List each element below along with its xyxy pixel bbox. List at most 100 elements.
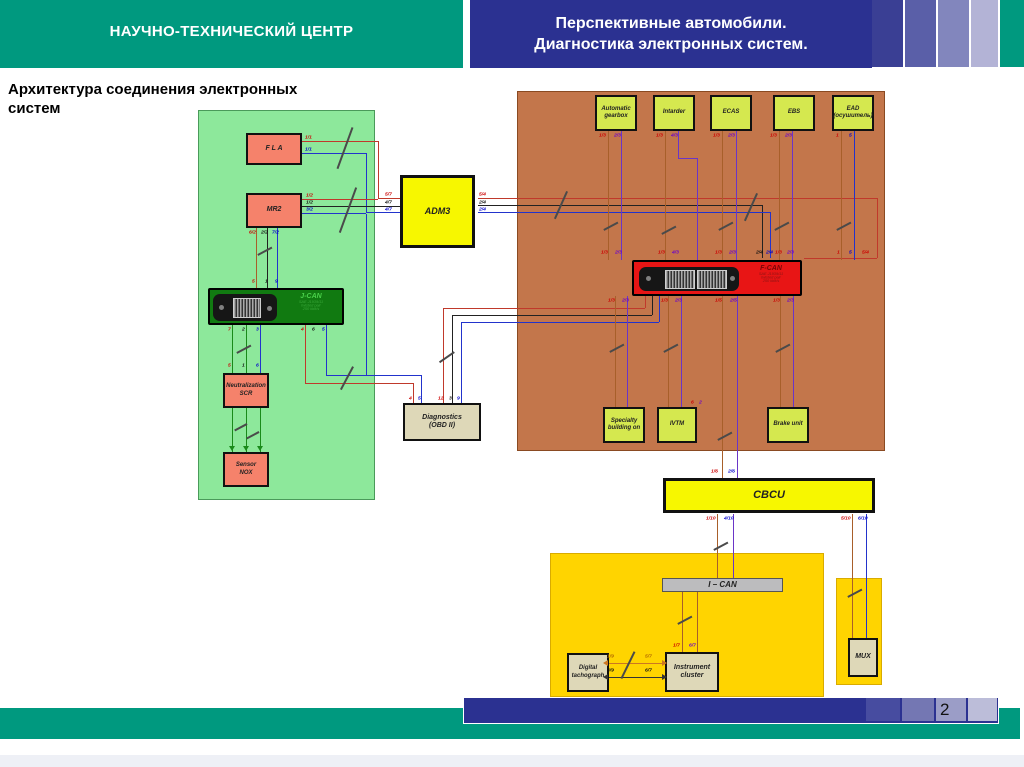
wire: [877, 198, 879, 258]
pin-label: 6/7: [645, 667, 652, 673]
pin-label: 3/2: [306, 206, 313, 212]
pin-label: 1/2: [306, 199, 313, 205]
footer-stripe-1: [902, 698, 934, 721]
block-mux: MUX: [848, 638, 878, 677]
wire: [366, 212, 400, 214]
block-diagnostics-obd: Diagnostics (OBD II): [403, 403, 481, 441]
block-ican-bus: I – CAN: [662, 578, 783, 592]
cable-slash: [713, 541, 729, 551]
pin-label: 2/6: [728, 468, 735, 474]
arrowhead: [257, 446, 263, 451]
header-stripe-0: [872, 0, 903, 67]
pin-label: 1/3: [661, 297, 668, 303]
footer-stripe-2: [936, 698, 966, 721]
wire: [277, 228, 279, 288]
diagram-heading: Архитектура соединения электронных систе…: [8, 81, 298, 117]
pin-label: 1: [265, 278, 268, 284]
pin-label: 5: [849, 249, 852, 255]
block-ecas: ECAS: [710, 95, 752, 131]
wire: [615, 296, 617, 407]
pin-label: 6/10: [858, 515, 868, 521]
wire: [461, 322, 659, 324]
footer-stripe-0: [866, 698, 900, 721]
footer-stripe-3: [968, 698, 997, 721]
pin-label: 1: [836, 132, 839, 138]
wire: [627, 296, 629, 407]
pin-label: 4/7: [385, 206, 392, 212]
wire: [697, 158, 699, 260]
page-number: 2: [940, 700, 950, 719]
pin-label: 1/3: [773, 297, 780, 303]
pin-label: 4/3: [672, 249, 679, 255]
arrowhead: [229, 446, 235, 451]
pin-label: 5/7: [385, 191, 392, 197]
wire: [681, 296, 683, 407]
pin-label: 4: [409, 395, 412, 401]
wire: [733, 514, 735, 578]
arrowhead: [243, 446, 249, 451]
wire: [854, 131, 856, 260]
wire: [678, 131, 680, 158]
footer-bottom-strip: [0, 755, 1024, 767]
arrowhead: [603, 660, 608, 666]
wire: [770, 212, 772, 258]
pin-label: 1/3: [608, 297, 615, 303]
wire: [645, 296, 647, 308]
pin-label: 6/7: [689, 642, 696, 648]
wire: [682, 592, 684, 652]
bus-connector-graphic: [639, 267, 739, 291]
pin-label: 1/7: [673, 642, 680, 648]
pin-label: 6/2: [249, 229, 256, 235]
pin-label: 2/5: [730, 297, 737, 303]
pin-label: 1/1: [305, 134, 312, 140]
wire: [668, 296, 670, 407]
pin-label: 2/3: [787, 249, 794, 255]
slide-title: Перспективные автомобили. Диагностика эл…: [534, 15, 808, 53]
wire: [478, 198, 877, 200]
pin-label: 7: [228, 326, 231, 332]
block-digital-tachograph: Digital tachograph: [567, 653, 609, 692]
connector-screw: [267, 306, 272, 311]
wire: [326, 325, 328, 375]
bus-connector-graphic: [213, 294, 277, 321]
pin-label: 6: [312, 326, 315, 332]
pin-label: 1/1: [305, 146, 312, 152]
header-stripe-3: [971, 0, 998, 67]
wire: [608, 131, 610, 260]
block-mr2: MR2: [246, 193, 302, 228]
pin-label: 2/3: [728, 132, 735, 138]
pin-label: 2/3: [622, 297, 629, 303]
pin-label: 2/3: [729, 249, 736, 255]
wire: [256, 228, 258, 288]
pin-label: 2/2: [261, 229, 268, 235]
wire: [722, 131, 724, 260]
wire: [762, 205, 764, 258]
block-ivtm: IVTM: [657, 407, 697, 443]
pin-label: 1/3: [775, 249, 782, 255]
wire: [452, 315, 652, 317]
pin-label: 1/3: [656, 132, 663, 138]
pin-label: 7/2: [272, 229, 279, 235]
connector-pins: [665, 270, 695, 289]
pin-label: 4/7: [385, 199, 392, 205]
pin-label: 2/3: [614, 132, 621, 138]
pin-label: 6: [691, 399, 694, 405]
wire: [302, 213, 366, 215]
connector-screw: [730, 276, 735, 281]
wire: [866, 514, 868, 638]
pin-label: 9: [275, 278, 278, 284]
arrowhead: [603, 674, 608, 680]
pin-label: 5: [228, 362, 231, 368]
block-automatic-gearbox: Automatic gearbox: [595, 95, 637, 131]
pin-label: 5/4: [479, 191, 486, 197]
wire: [478, 205, 762, 207]
pin-label: 1/3: [713, 132, 720, 138]
wire: [421, 375, 423, 403]
header-stripe-2: [938, 0, 969, 67]
wire: [793, 296, 795, 407]
wire: [305, 325, 307, 383]
